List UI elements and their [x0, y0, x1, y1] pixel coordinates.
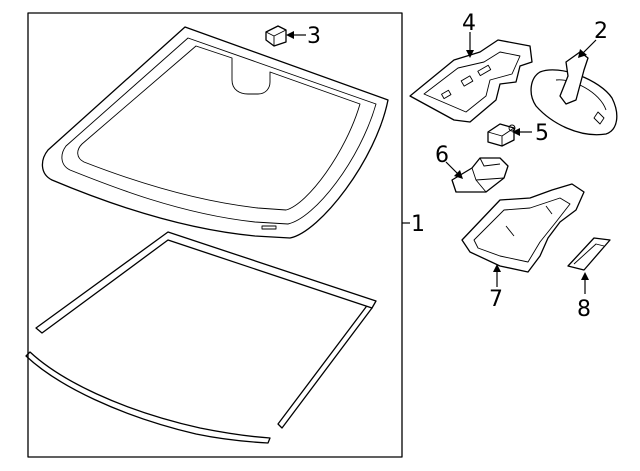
- callout-6: 6: [435, 143, 449, 168]
- part-5-sensor: [487, 123, 516, 147]
- callout-1: 1: [411, 212, 425, 237]
- callout-labels: 1 2 3 4 5 6 7 8: [307, 11, 608, 322]
- part-7-trim-cover: [461, 183, 585, 273]
- part-4-bracket: [409, 39, 533, 123]
- part-6-module: [451, 157, 509, 193]
- part-2-mirror: [530, 51, 618, 136]
- callout-2: 2: [594, 19, 608, 44]
- windshield-molding: [25, 231, 377, 444]
- part-3-sensor-cover: [265, 25, 287, 47]
- callout-7: 7: [489, 287, 503, 312]
- group-frame: [27, 12, 403, 458]
- callout-8: 8: [577, 297, 591, 322]
- callout-4: 4: [462, 11, 476, 36]
- callout-3: 3: [307, 24, 321, 49]
- windshield-glass: [41, 26, 389, 239]
- callout-5: 5: [535, 121, 549, 146]
- part-8-clip: [567, 237, 611, 271]
- leader-lines: [286, 31, 597, 294]
